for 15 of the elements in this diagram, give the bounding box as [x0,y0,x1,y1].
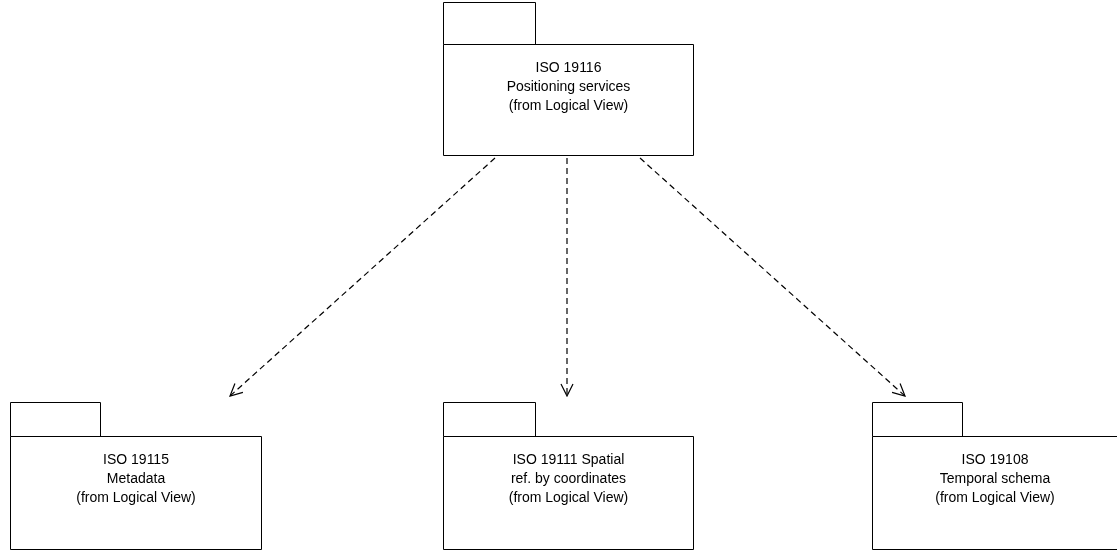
package-origin: (from Logical View) [508,488,629,507]
package-origin: (from Logical View) [76,488,196,507]
package-symbol [443,402,694,550]
package-symbol [443,2,694,156]
package-name: ISO 19115 Metadata [102,450,170,488]
package-name: ISO 19116 Positioning services [505,58,632,96]
package-name: ISO 19108 Temporal schema [938,450,1052,488]
package-symbol [872,402,1117,550]
dependency-arrow [639,157,906,397]
package-origin: (from Logical View) [508,96,629,115]
package-origin: (from Logical View) [935,488,1055,507]
dependency-arrow [560,157,574,397]
dependency-arrow [229,157,496,397]
package-name: ISO 19111 Spatial ref. by coordinates [509,450,628,488]
package-symbol [10,402,262,550]
